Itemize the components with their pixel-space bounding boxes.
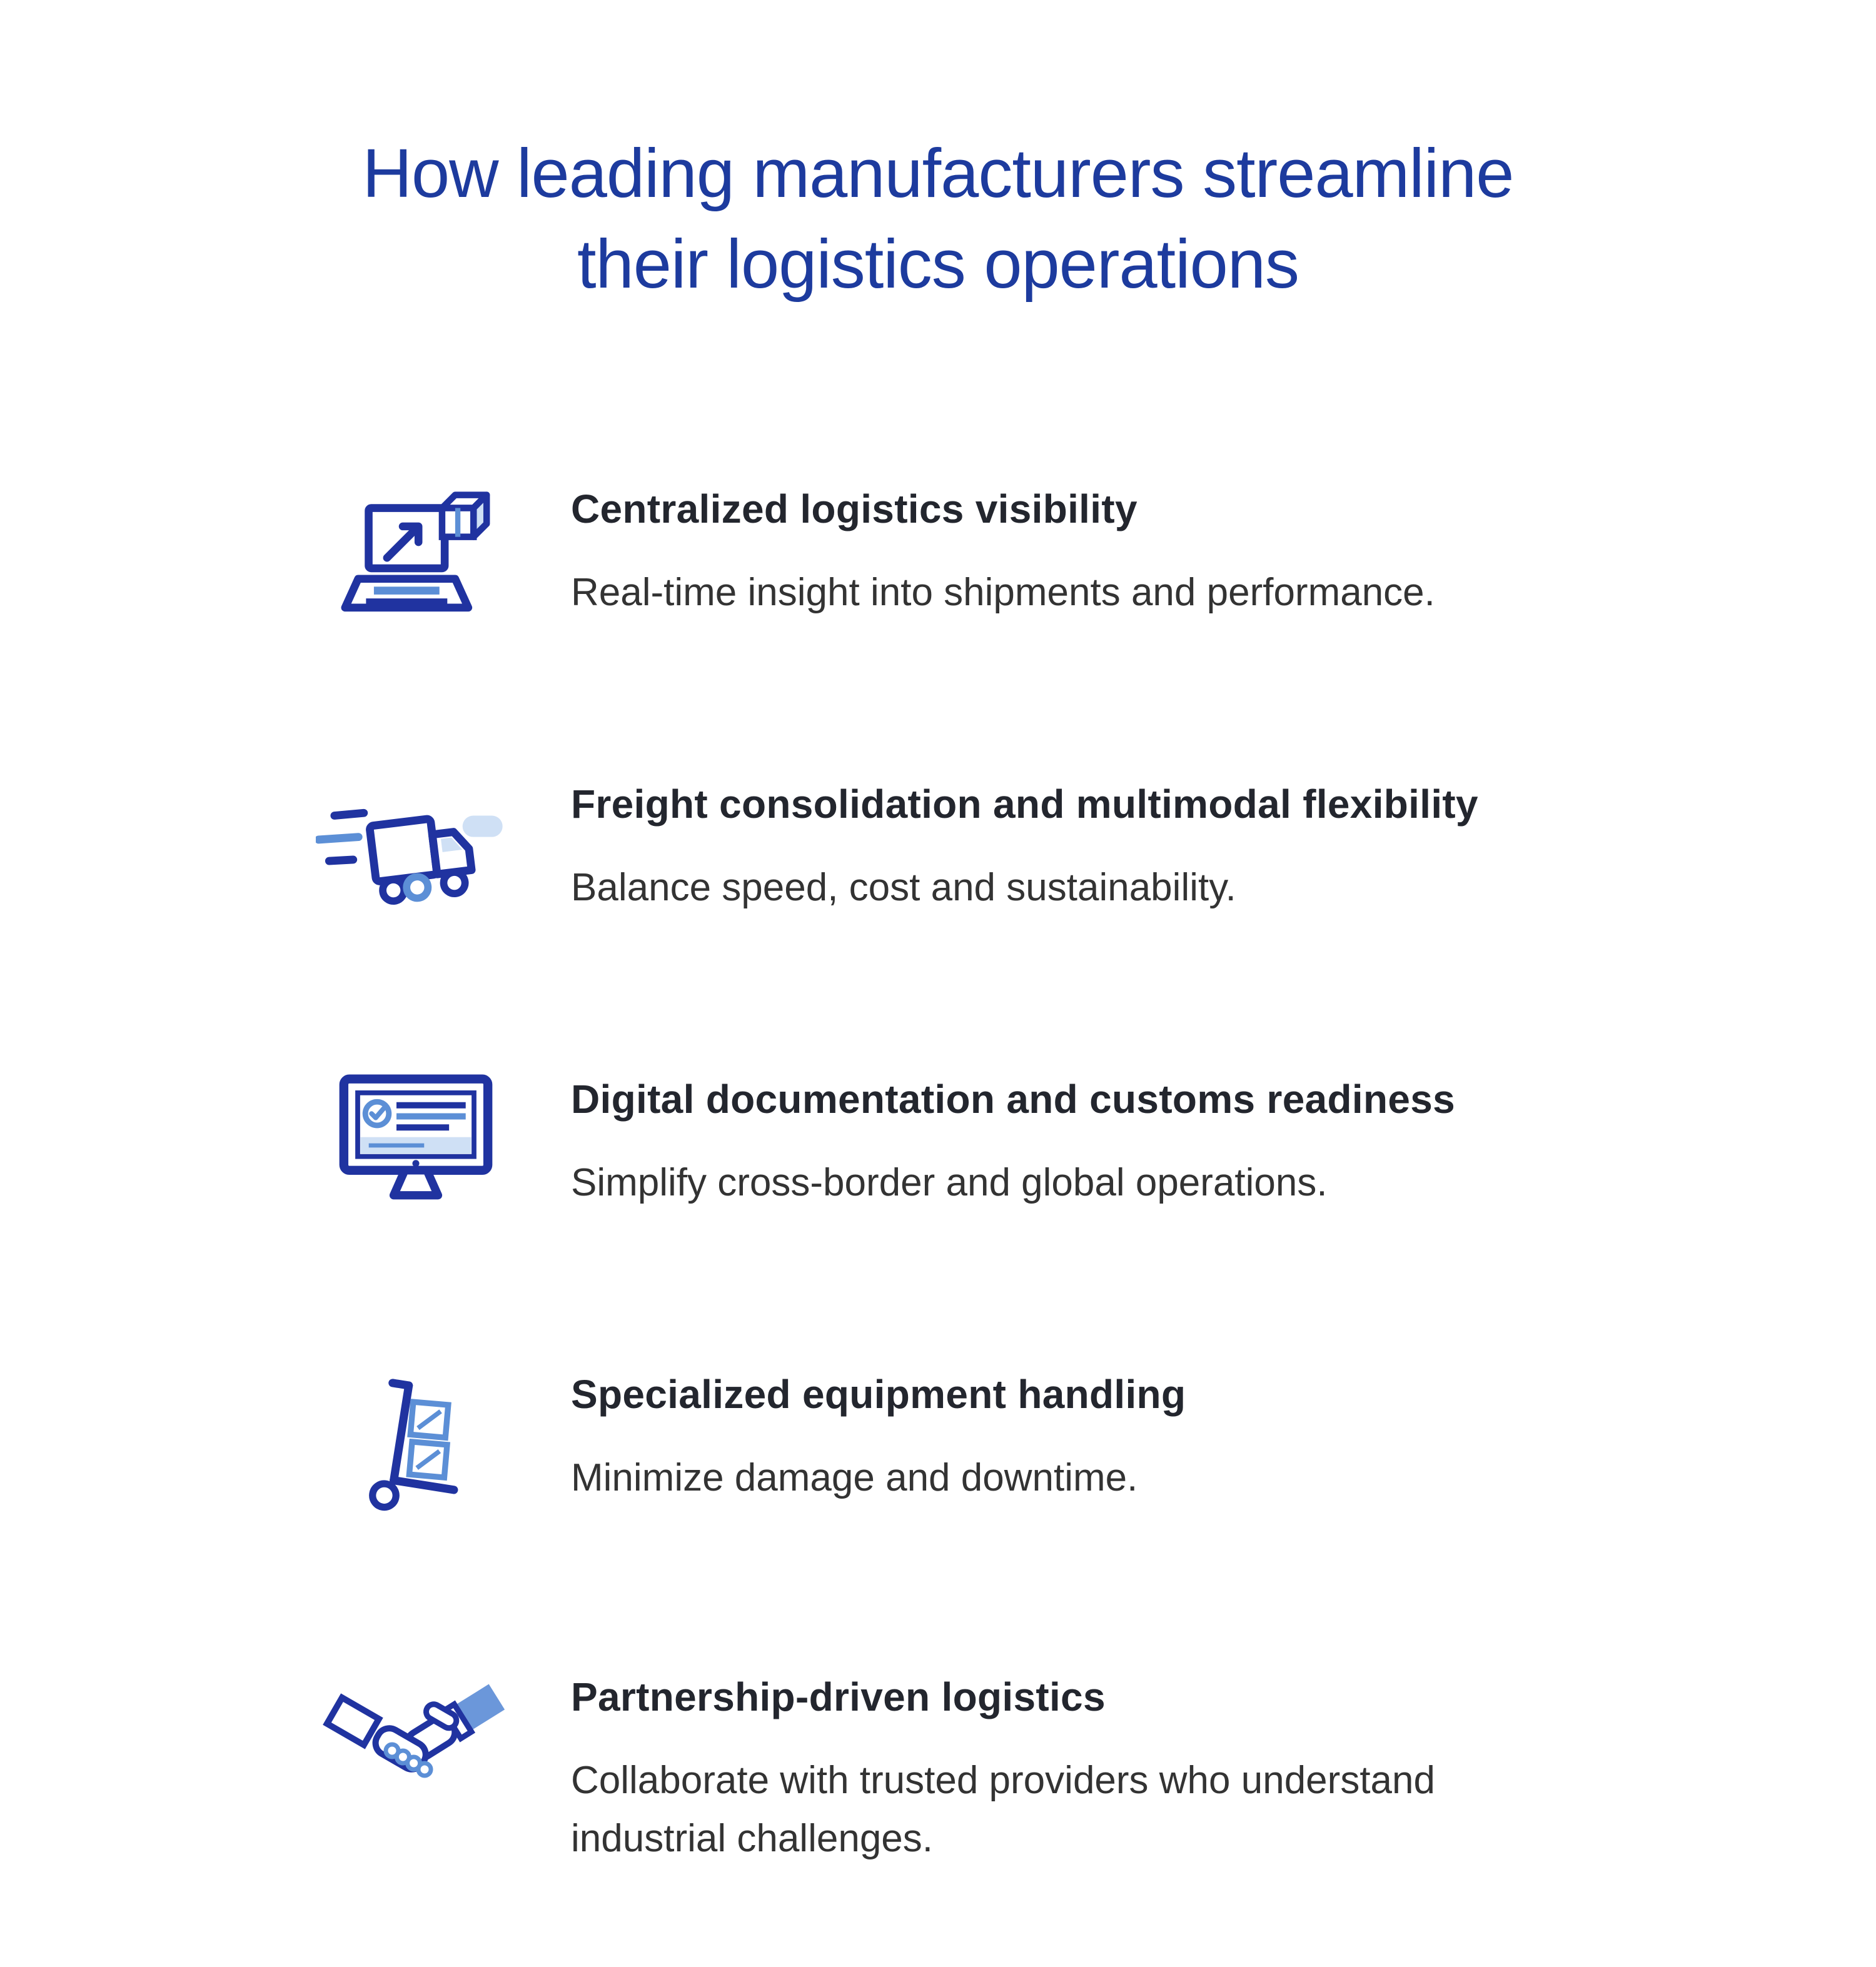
feature-section-documentation: Digital documentation and customs readin… [316,1067,1876,1224]
page-title-line: their logistics operations [577,226,1299,303]
feature-text: Centralized logistics visibility Real-ti… [571,477,1435,621]
feature-section-equipment: Specialized equipment handling Minimize … [316,1362,1876,1526]
feature-list: Centralized logistics visibility Real-ti… [0,477,1876,1868]
feature-text: Partnership-driven logistics Collaborate… [571,1665,1596,1868]
feature-description: Minimize damage and downtime. [571,1456,1138,1500]
laptop-outbound-shipment-icon [341,491,490,612]
feature-text: Specialized equipment handling Minimize … [571,1362,1186,1507]
feature-title: Centralized logistics visibility [571,486,1137,532]
hand-truck-boxes-icon [369,1379,458,1511]
speeding-truck-icon [316,809,503,905]
feature-description: Balance speed, cost and sustainability. [571,866,1236,910]
feature-icon-box [316,1665,516,1821]
feature-section-partnership: Partnership-driven logistics Collaborate… [316,1665,1876,1868]
feature-icon-box [316,1067,516,1224]
feature-icon-box [316,772,516,928]
feature-section-visibility: Centralized logistics visibility Real-ti… [316,477,1876,633]
feature-icon-box [316,477,516,633]
feature-title: Digital documentation and customs readin… [571,1077,1456,1122]
feature-description: Collaborate with trusted providers who u… [571,1759,1435,1861]
page-title: How leading manufacturers streamline the… [0,0,1876,309]
page-title-line: How leading manufacturers streamline [362,135,1515,212]
feature-title: Specialized equipment handling [571,1372,1186,1417]
feature-section-freight: Freight consolidation and multimodal fle… [316,772,1876,928]
feature-description: Real-time insight into shipments and per… [571,571,1435,615]
feature-text: Digital documentation and customs readin… [571,1067,1455,1212]
feature-icon-box [316,1362,516,1526]
feature-title: Partnership-driven logistics [571,1674,1106,1720]
handshake-icon [323,1684,505,1778]
feature-description: Simplify cross-border and global operati… [571,1161,1328,1205]
monitor-checklist-icon [339,1074,493,1200]
feature-text: Freight consolidation and multimodal fle… [571,772,1478,917]
feature-title: Freight consolidation and multimodal fle… [571,782,1478,827]
